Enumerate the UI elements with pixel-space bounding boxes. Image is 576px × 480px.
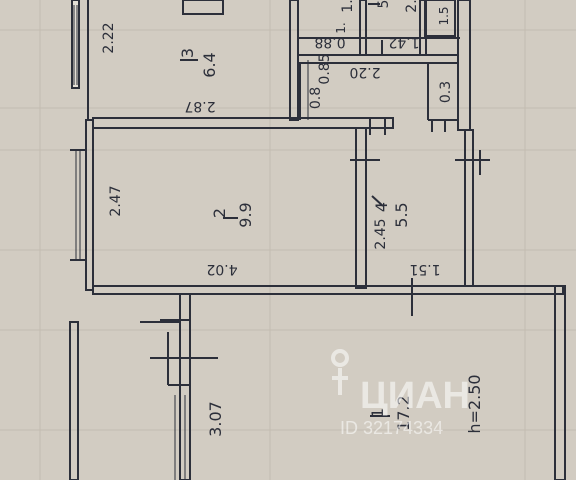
dim-3-07: 3.07 [206, 401, 225, 437]
dim-2-20: 2.20 [349, 64, 380, 80]
dim-4-02: 4.02 [206, 261, 237, 277]
room-3-number: 3 [178, 48, 197, 58]
dim-2-22: 2.22 [101, 22, 117, 53]
dimension-labels: 2.22 2.87 0.88 1.42 0.8 2.20 0.85 0.3 2.… [101, 6, 484, 436]
dim-1-51: 1.51 [409, 261, 440, 277]
room-1-number: 1 [368, 408, 387, 418]
watermark-id: ID 32174334 [340, 418, 443, 438]
dim-1-42: 1.42 [388, 34, 419, 50]
openings [140, 40, 490, 480]
dim-0-3: 0.3 [438, 81, 454, 103]
dim-0-88: 0.88 [314, 34, 345, 50]
dim-2-47: 2.47 [108, 185, 124, 216]
dim-1-5-top: 1.5 [437, 6, 451, 25]
dim-2-87: 2.87 [184, 98, 215, 114]
ceiling-height: h=2.50 [465, 374, 484, 433]
room-4-number: 4 [372, 202, 391, 212]
dim-1-top: 1. [334, 22, 348, 33]
cian-logo-icon [331, 349, 349, 395]
dim-0-85: 0.85 [317, 53, 333, 84]
room-5-area: 2. [404, 0, 420, 13]
room-4-area: 5.5 [392, 202, 411, 227]
walls [69, 0, 566, 480]
room-6-area: 1. [340, 0, 356, 13]
room-2-number: 2 [210, 208, 229, 218]
dim-0-8: 0.8 [308, 87, 324, 109]
room-3-area: 6.4 [200, 52, 219, 77]
room-labels: 3 6.4 2 9.9 4 5.5 1 17.2 5 2. 1. [178, 0, 420, 431]
cian-watermark: ЦИАН ID 32174334 [331, 349, 470, 438]
dim-2-45: 2.45 [373, 218, 389, 249]
room-5-number: 5 [376, 0, 392, 8]
fraction-bars [180, 3, 390, 417]
room-1-area: 17.2 [394, 395, 413, 431]
watermark-brand: ЦИАН [360, 375, 470, 417]
room-2-area: 9.9 [236, 202, 255, 227]
